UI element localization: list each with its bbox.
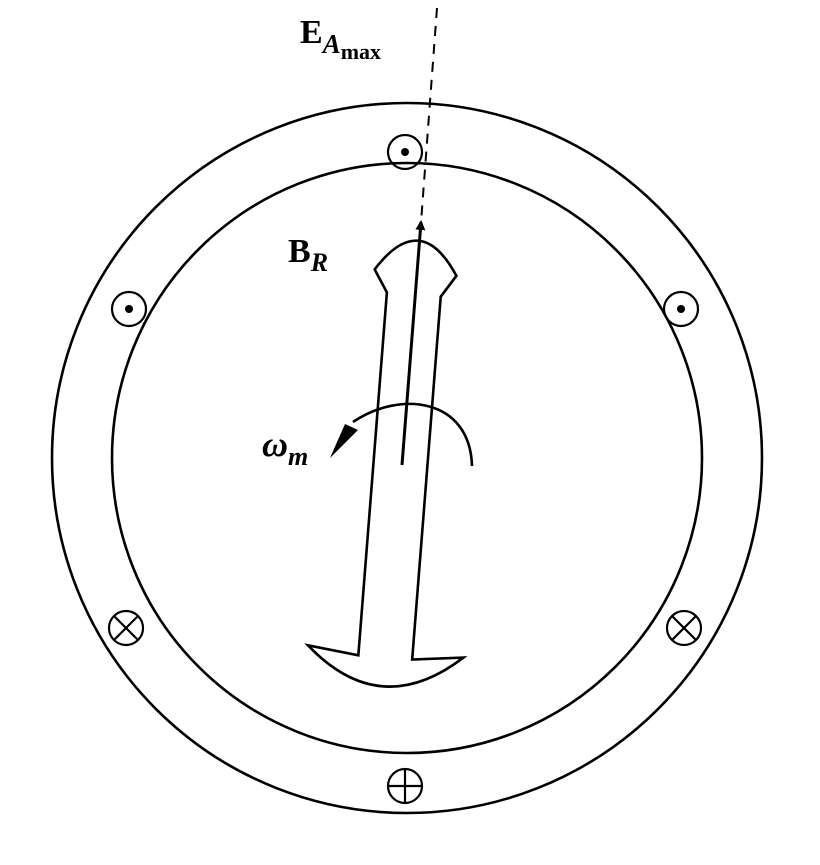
conductor-lower-left [107, 609, 145, 647]
conductor-bottom [386, 767, 424, 805]
e-field-dashed-line [419, 7, 438, 237]
rotation-main: ω [262, 424, 288, 464]
e-field-main: E [300, 14, 323, 51]
stator-inner-ring [110, 161, 704, 755]
b-field-main: B [288, 233, 311, 270]
b-field-label: BR [288, 233, 328, 277]
rotation-arrowhead [330, 424, 358, 458]
rotation-arrow [352, 402, 474, 467]
conductor-top [386, 133, 424, 171]
stator-outer-ring [50, 101, 764, 815]
conductor-upper-left [110, 290, 148, 328]
rotation-sub: m [288, 442, 308, 471]
rotor [304, 239, 468, 688]
b-field-sub: R [310, 248, 328, 277]
conductor-lower-right [665, 609, 703, 647]
e-field-subsub: max [341, 39, 381, 64]
e-field-sub: A [321, 29, 341, 59]
e-field-label: EAmax [300, 14, 381, 64]
b-field-arrow [400, 220, 426, 466]
rotation-label: ωm [262, 424, 308, 471]
conductor-upper-right [662, 290, 700, 328]
